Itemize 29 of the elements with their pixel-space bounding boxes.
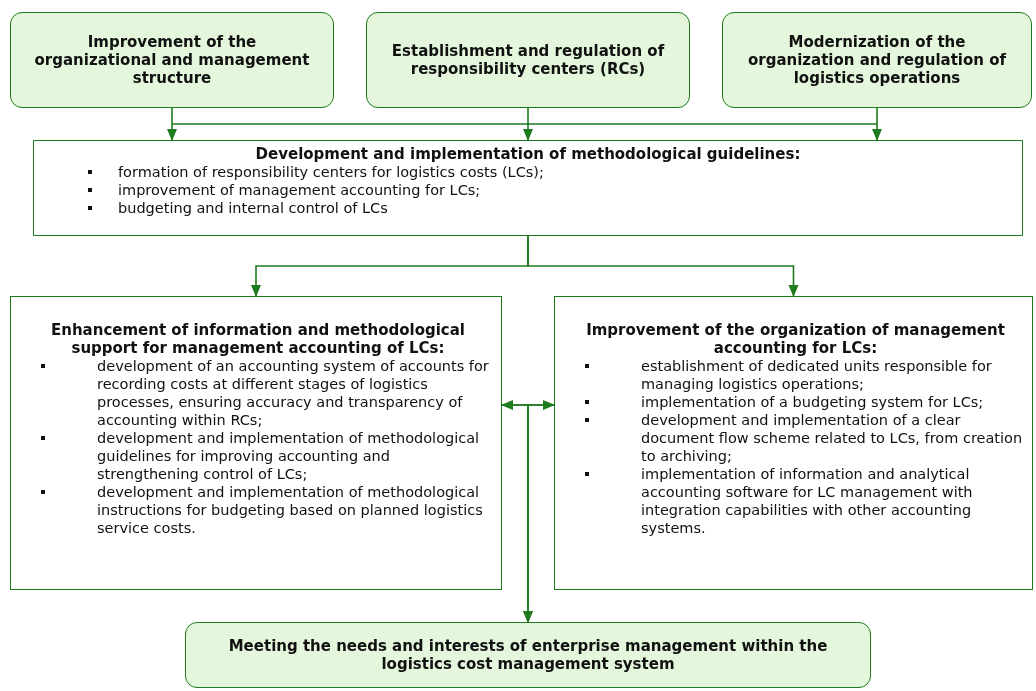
content-box [554,296,1033,590]
bullet-item: establishment of dedicated units responsible for managing logistics operations; [641,357,993,393]
arrow [523,404,555,623]
rounded-box [10,12,334,108]
arrow [527,107,882,141]
bullet-item: improvement of management accounting for LCs; [118,181,481,199]
rounded-box [185,622,871,688]
bullet-item: development and implementation of methodological instructions for budgeting based on planned logistics service costs. [97,483,484,537]
arrow [523,107,533,141]
bullet-item: implementation of information and analytical accounting software for LC management with integration capabilities with other accounting systems. [641,465,974,537]
content-box [10,296,502,590]
bullet-item: budgeting and internal control of LCs [118,199,388,217]
rounded-box [366,12,690,108]
bullet-item: formation of responsibility centers for logistics costs (LCs); [118,163,544,181]
arrow [527,235,799,297]
bullet-item: development and implementation of methodological guidelines for improving accounting and strengthening control of LCs; [97,429,481,483]
box-title: Improvement of the organizational and management structure [33,33,311,87]
content-box [33,140,1023,236]
box-title: Modernization of the organization and regulation of logistics operations [746,33,1008,87]
box-title: Establishment and regulation of responsibility centers (RCs) [390,42,666,78]
rounded-box [722,12,1032,108]
bullet-item: implementation of a budgeting system for LCs; [641,393,984,411]
bullet-item: development of an accounting system of accounts for recording costs at different stages of logistics processes, ensuring accuracy and transparency of accounting within RCs; [97,357,490,429]
arrow [167,107,529,141]
box-title: Meeting the needs and interests of enterprise management within the logistics cost management system [227,637,829,673]
box-heading: Improvement of the organization of management accounting for LCs: [585,321,1006,357]
bullet-item: development and implementation of a clear document flow scheme related to LCs, from creation to archiving; [641,411,1024,465]
box-heading: Development and implementation of methodological guidelines: [254,145,802,163]
box-heading: Enhancement of information and methodological support for management accounting of LCs: [50,321,466,357]
